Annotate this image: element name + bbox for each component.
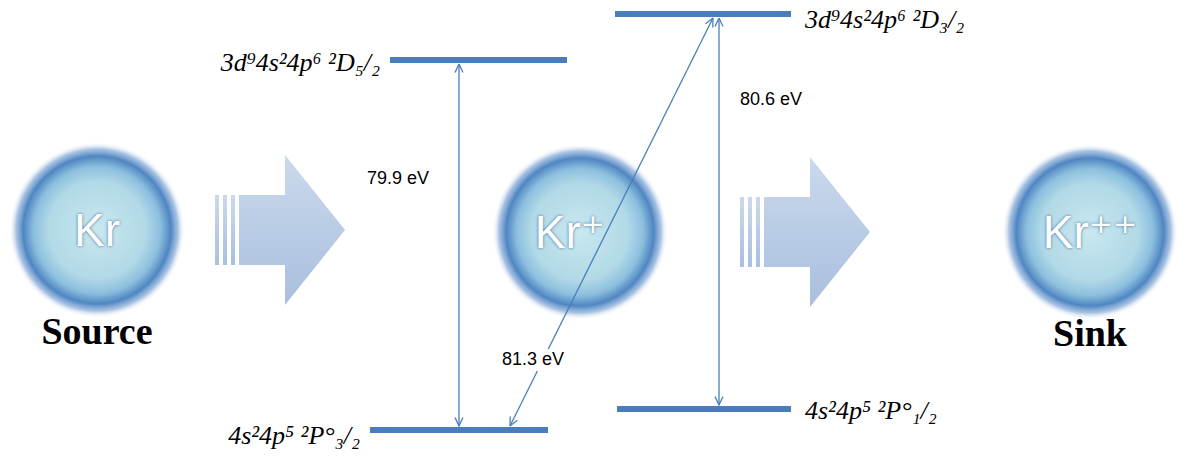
role-label: Source xyxy=(0,310,225,354)
species-name: Kr⁺ xyxy=(535,209,605,255)
species-name: Kr xyxy=(74,207,120,253)
arrow-stripe xyxy=(756,197,760,267)
role-slot: Sink xyxy=(962,312,1192,356)
arrow-stripe xyxy=(740,197,744,267)
label-slot: 79.9 eV xyxy=(365,168,431,190)
level-slot: 3d⁹4s²4p⁶ ²D₃/₂ xyxy=(805,5,964,35)
energy-level: 3d⁹4s²4p⁶ ²D₅/₂ xyxy=(390,57,567,63)
energy-label: 79.9 eV xyxy=(365,168,431,190)
glow-fill xyxy=(1002,144,1178,320)
arrow-stripe xyxy=(748,197,752,267)
energy-level: 4s²4p⁵ ²P°₃/₂ xyxy=(370,427,548,433)
transition-line xyxy=(718,18,719,405)
energy-level: 4s²4p⁵ ²P°₁/₂ xyxy=(617,406,791,412)
role-slot: Source xyxy=(0,310,225,354)
term-symbol: 3d⁹4s²4p⁶ ²D₅/₂ xyxy=(221,48,380,78)
arrow-body xyxy=(764,157,870,307)
flow-arrow xyxy=(740,157,870,307)
level-slot: 4s²4p⁵ ²P°₁/₂ xyxy=(805,396,937,426)
transition-arrow xyxy=(459,64,460,426)
term-symbol: 3d⁹4s²4p⁶ ²D₃/₂ xyxy=(805,5,964,35)
glow-fill xyxy=(492,144,668,320)
label-slot: 81.3 eV xyxy=(500,349,566,371)
energy-label: 81.3 eV xyxy=(500,349,566,371)
arrow-stripe xyxy=(231,195,235,265)
arrow-stripe xyxy=(215,195,219,265)
transition-line xyxy=(458,64,459,426)
energy-level: 3d⁹4s²4p⁶ ²D₃/₂ xyxy=(615,11,791,17)
atom-circle: KrSource xyxy=(9,142,185,318)
level-slot: 4s²4p⁵ ²P°₃/₂ xyxy=(228,421,360,451)
energy-label: 80.6 eV xyxy=(738,89,804,111)
arrow-stripe xyxy=(223,195,227,265)
label-slot: 80.6 eV xyxy=(738,89,804,111)
ion-circle: Kr⁺⁺Sink xyxy=(1002,144,1178,320)
flow-arrow xyxy=(215,155,345,305)
level-slot: 3d⁹4s²4p⁶ ²D₅/₂ xyxy=(221,48,380,78)
transition-arrow xyxy=(719,18,720,405)
species-name: Kr⁺⁺ xyxy=(1043,209,1138,255)
ion-circle: Kr⁺ xyxy=(492,144,668,320)
term-symbol: 4s²4p⁵ ²P°₁/₂ xyxy=(805,396,937,426)
role-label: Sink xyxy=(962,312,1192,356)
term-symbol: 4s²4p⁵ ²P°₃/₂ xyxy=(228,421,360,451)
arrow-body xyxy=(239,155,345,305)
glow-fill xyxy=(9,142,185,318)
